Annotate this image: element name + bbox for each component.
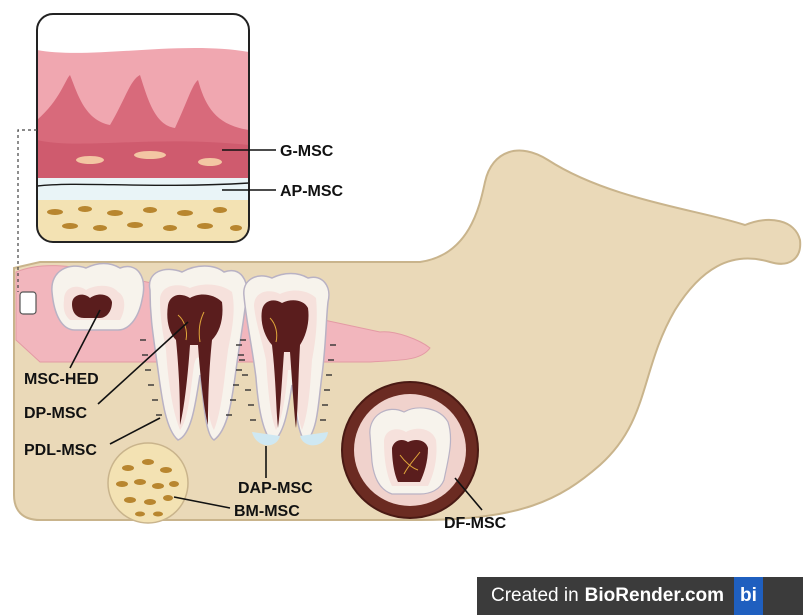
label-df-msc: DF-MSC (444, 515, 507, 532)
tooth-molar-1 (52, 264, 144, 331)
bone-marrow (108, 443, 188, 523)
label-dap-msc: DAP-MSC (238, 480, 313, 497)
label-pdl-msc: PDL-MSC (24, 442, 97, 459)
tissue-inset (37, 14, 249, 242)
developing-tooth-follicle (342, 382, 478, 518)
biorender-logo-icon: bi (734, 577, 763, 615)
biorender-credit-badge[interactable]: Created in BioRender.com bi (477, 577, 803, 615)
gingiva-sample-box (20, 292, 36, 314)
label-dp-msc: DP-MSC (24, 405, 88, 422)
label-ap-msc: AP-MSC (280, 183, 344, 200)
label-msc-hed: MSC-HED (24, 371, 99, 388)
label-bm-msc: BM-MSC (234, 503, 300, 520)
label-g-msc: G-MSC (280, 143, 334, 160)
credit-brand: BioRender.com (585, 585, 724, 607)
credit-prefix: Created in (491, 585, 579, 607)
